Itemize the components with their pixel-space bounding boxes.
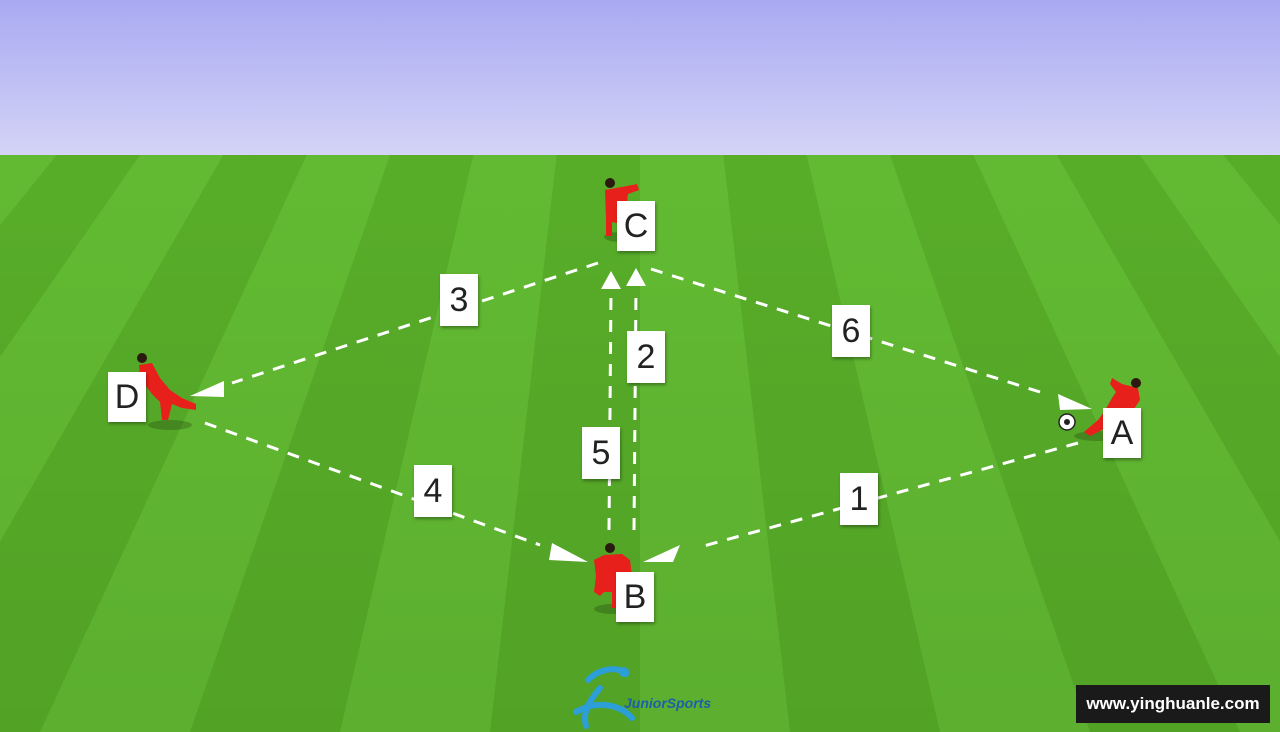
logo-text: JuniorSports <box>624 695 711 711</box>
player-head <box>605 543 615 553</box>
pass-label-6: 6 <box>832 305 870 357</box>
pass-line-2 <box>632 287 638 531</box>
player-label-b: B <box>616 572 654 622</box>
arrowhead-to-c-pass-5 <box>601 271 621 289</box>
arrowhead-to-b-from-a <box>643 545 680 562</box>
player-d <box>137 353 196 430</box>
sky <box>0 0 1280 155</box>
watermark: www.yinghuanle.com <box>1076 685 1270 723</box>
logo-swoosh <box>573 666 635 729</box>
field-shading <box>0 155 1280 732</box>
pass-label-1: 1 <box>840 473 878 525</box>
player-label-a: A <box>1103 408 1141 458</box>
pass-label-3: 3 <box>440 274 478 326</box>
arrowhead-to-a <box>1058 394 1092 410</box>
logo-dot <box>619 667 629 677</box>
player-body <box>594 554 632 608</box>
arrowhead-to-d <box>190 381 224 397</box>
player-head <box>605 178 615 188</box>
pass-label-2: 2 <box>627 331 665 383</box>
pass-line-5 <box>607 289 613 531</box>
pass-label-4: 4 <box>414 465 452 517</box>
player-label-c: C <box>617 201 655 251</box>
player-body <box>1084 378 1140 436</box>
player-head <box>137 353 147 363</box>
pass-arrowheads <box>190 268 1092 562</box>
arrowhead-to-b-from-d <box>549 543 588 562</box>
player-body <box>139 363 196 420</box>
player-head <box>1131 378 1141 388</box>
arrowhead-to-c-pass-2 <box>626 268 646 286</box>
player-shadow <box>148 420 192 430</box>
pass-line-4 <box>204 421 541 547</box>
ball <box>1058 413 1076 431</box>
pass-label-5: 5 <box>582 427 620 479</box>
junior-sports-logo: JuniorSports <box>573 666 711 729</box>
player-label-d: D <box>108 372 146 422</box>
ball-patch <box>1064 419 1070 425</box>
